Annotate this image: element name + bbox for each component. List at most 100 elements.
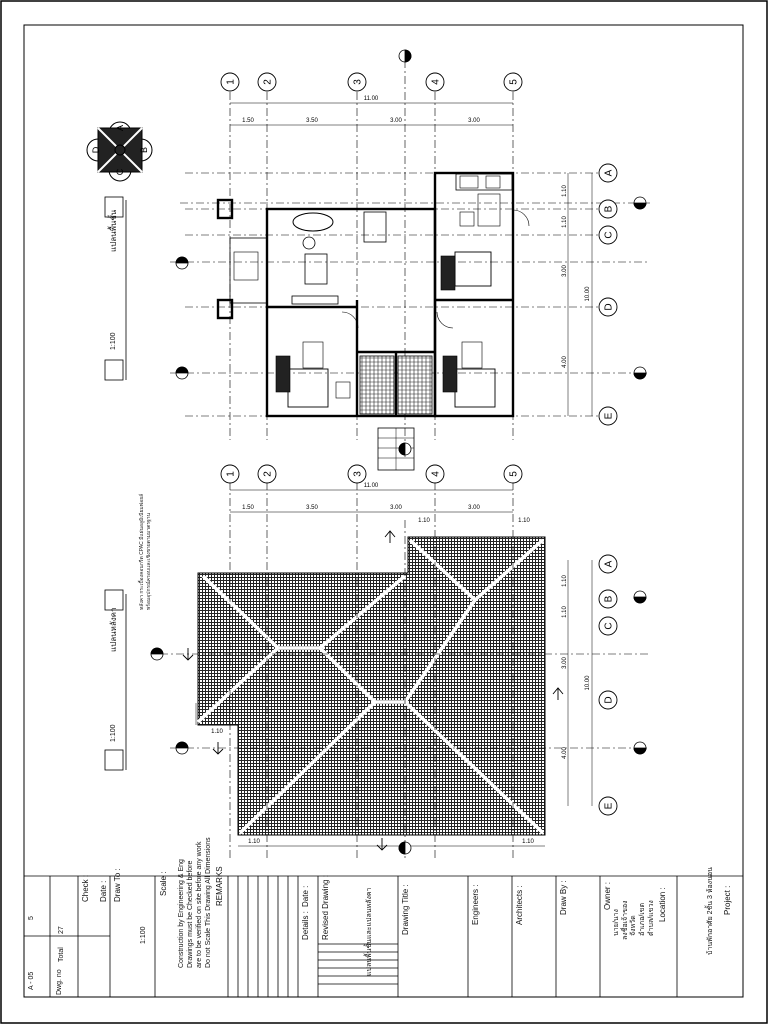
dim-total-width-roof: 11.00 bbox=[364, 483, 379, 489]
grid-row-bubble-D: D bbox=[598, 690, 618, 710]
roof-note-2: พร้อมอุปกรณ์ครอบและเชิงชายตามมาตรฐาน bbox=[146, 512, 152, 610]
grid-col-bubble-3: 3 bbox=[347, 464, 367, 484]
check-label: Check : bbox=[81, 874, 90, 902]
revised-label: Revised Drawing : bbox=[321, 875, 330, 940]
floor-plan bbox=[170, 60, 650, 471]
dim-overhang-bottom-left: 1.10 bbox=[248, 839, 260, 845]
dim-overhang-bottom-right: 1.10 bbox=[522, 839, 534, 845]
floor-plan-scale: 1:100 bbox=[110, 332, 117, 350]
remarks-line-2: are to be verified on site before any wo… bbox=[196, 841, 203, 968]
svg-text:C: C bbox=[604, 231, 615, 238]
remarks-line-4: Construction by Engineering & Eng bbox=[178, 859, 185, 968]
grid-row-bubble-C: C bbox=[598, 616, 618, 636]
svg-text:2: 2 bbox=[263, 471, 274, 477]
title-block bbox=[24, 875, 743, 997]
owner-value-1: นาย/นาง bbox=[613, 909, 620, 936]
plan-title-boxes bbox=[104, 196, 127, 771]
dim-row-floor-3: 4.00 bbox=[562, 356, 568, 368]
dim-row-floor-0: 1.10 bbox=[562, 185, 568, 197]
dim-overhang-left: 1.10 bbox=[211, 729, 223, 735]
svg-text:2: 2 bbox=[263, 79, 274, 85]
dim-row-roof-0: 1.10 bbox=[562, 575, 568, 587]
location-value-1: ตำบล/แขวง bbox=[648, 900, 655, 936]
grid-row-bubble-E: E bbox=[598, 796, 618, 816]
grid-row-bubble-B: B bbox=[598, 589, 618, 609]
dim-bay-floor-3: 3.00 bbox=[468, 118, 480, 124]
draw-to-label: Draw To : bbox=[113, 868, 122, 902]
grid-row-bubble-A: A bbox=[598, 163, 618, 183]
remarks-line-3: Drawings must be Checked before bbox=[187, 860, 194, 968]
grid-col-bubble-5: 5 bbox=[503, 464, 523, 484]
grid-row-bubble-D: D bbox=[598, 297, 618, 317]
svg-text:4: 4 bbox=[431, 471, 442, 477]
grid-col-bubble-5: 5 bbox=[503, 72, 523, 92]
svg-text:3: 3 bbox=[353, 79, 364, 85]
svg-text:D: D bbox=[604, 696, 615, 703]
grid-col-bubble-3: 3 bbox=[347, 72, 367, 92]
remarks-line-1: Do not Scale This Drawing All Dimensions bbox=[205, 837, 212, 968]
sheet-index: 5 bbox=[28, 916, 35, 920]
dim-overhang-top: 1.10 bbox=[418, 518, 430, 524]
architects-label: Architects : bbox=[515, 885, 524, 925]
location-value-3: จังหวัด bbox=[630, 915, 637, 936]
svg-text:A: A bbox=[604, 169, 615, 176]
svg-text:C: C bbox=[604, 622, 615, 629]
grid-col-bubble-1: 1 bbox=[220, 464, 240, 484]
inner-border bbox=[23, 24, 744, 998]
details-label: Details : bbox=[301, 911, 310, 940]
location-label: Location : bbox=[658, 887, 667, 922]
dim-row-floor-2: 3.00 bbox=[562, 265, 568, 277]
grid-col-bubble-4: 4 bbox=[425, 464, 445, 484]
dim-bay-floor-1: 3.50 bbox=[306, 118, 318, 124]
dim-total-depth-floor: 10.00 bbox=[585, 286, 591, 302]
roof-plan-title: แปลนหลังคา bbox=[109, 607, 118, 652]
dim-bay-floor-0: 1.50 bbox=[242, 118, 254, 124]
roof-note-1: หลังคา กระเบื้องคอนกรีต CPAC มีแผ่นอลูมิ… bbox=[139, 493, 145, 610]
roof-plan-scale: 1:100 bbox=[110, 724, 117, 742]
dim-bay-roof-0: 1.50 bbox=[242, 505, 254, 511]
dimension-labels: 11.00 11.00 1.50 1.50 3.50 3.50 3.00 3.00 3.00 3.… bbox=[211, 96, 591, 845]
dwg-no-label: Dwg. no bbox=[56, 969, 63, 995]
total-label: Total bbox=[58, 947, 65, 962]
dim-row-floor-1: 1.10 bbox=[562, 216, 568, 228]
svg-text:4: 4 bbox=[431, 79, 442, 85]
dim-bay-roof-3: 3.00 bbox=[468, 505, 480, 511]
grid-row-bubble-A: A bbox=[598, 554, 618, 574]
section-markers bbox=[150, 49, 647, 855]
svg-text:3: 3 bbox=[353, 471, 364, 477]
svg-text:A: A bbox=[604, 560, 615, 567]
floor-plan-title: แปลนพื้นชั้น bbox=[109, 209, 118, 252]
grid-row-bubble-C: C bbox=[598, 225, 618, 245]
scale-label: Scale : bbox=[159, 871, 168, 896]
dim-bay-floor-2: 3.00 bbox=[390, 118, 402, 124]
compass-letter-C: C bbox=[115, 168, 125, 175]
engineers-label: Engineers : bbox=[471, 884, 480, 925]
compass-letter-B: B bbox=[139, 147, 149, 153]
dwg-no-value: A - 05 bbox=[28, 971, 35, 990]
date2-label: Date : bbox=[99, 880, 108, 902]
svg-text:5: 5 bbox=[509, 79, 520, 85]
remarks-label: REMARKS bbox=[215, 866, 224, 906]
grid-col-bubble-2: 2 bbox=[257, 72, 277, 92]
grid-row-bubble-B: B bbox=[598, 199, 618, 219]
dim-total-depth-roof: 10.00 bbox=[585, 675, 591, 691]
owner-label: Owner : bbox=[603, 881, 612, 910]
sheet-no: 27 bbox=[58, 926, 65, 934]
grid-col-bubble-2: 2 bbox=[257, 464, 277, 484]
location-value-2: อำเภอ/เขต bbox=[639, 902, 646, 936]
dim-row-roof-3: 4.00 bbox=[562, 747, 568, 759]
grid-col-bubble-1: 1 bbox=[220, 72, 240, 92]
svg-text:B: B bbox=[604, 595, 615, 602]
project-label: Project : bbox=[723, 885, 732, 915]
svg-text:1: 1 bbox=[226, 79, 237, 85]
svg-text:E: E bbox=[604, 802, 615, 809]
svg-text:5: 5 bbox=[509, 471, 520, 477]
project-value: บ้านพักอาศัย 2ชั้น 3 ห้องนอน bbox=[707, 867, 714, 955]
dim-bay-roof-1: 3.50 bbox=[306, 505, 318, 511]
dim-bay-roof-2: 3.00 bbox=[390, 505, 402, 511]
owner-value-2: ลงชื่อเจ้าของ bbox=[622, 900, 629, 941]
dim-total-width-floor: 11.00 bbox=[364, 96, 379, 102]
